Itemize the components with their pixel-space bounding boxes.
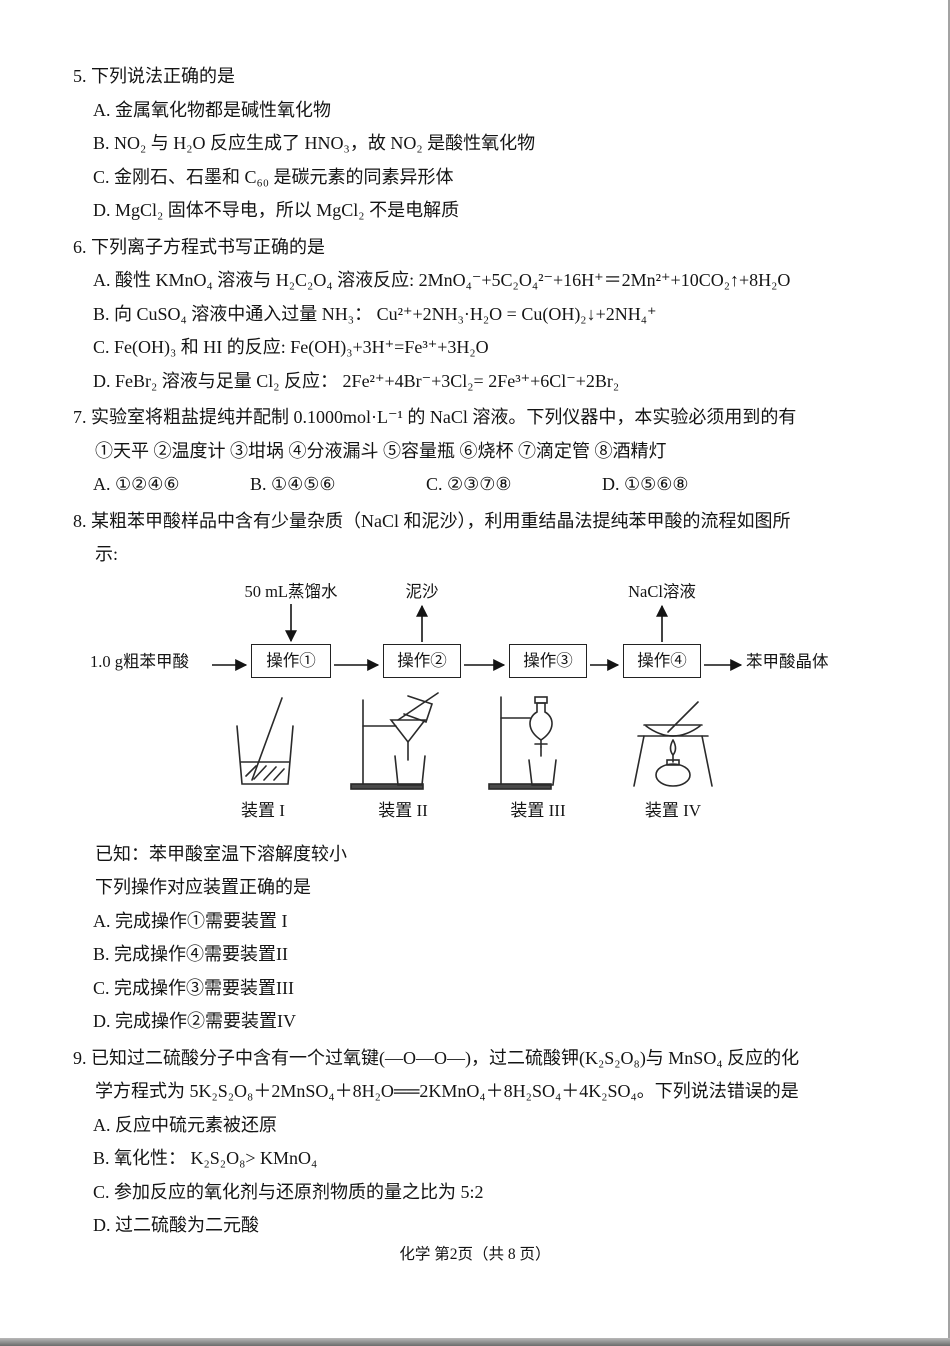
flow-op2-box: 操作② (383, 643, 461, 678)
question-6-option-a: A. 酸性 KMnO₄ 溶液与 H₂C₂O₄ 溶液反应: 2MnO₄⁻+5C₂O… (93, 270, 791, 290)
scan-edge-bottom (0, 1338, 950, 1346)
purification-flowchart: 50 mL蒸馏水 泥沙 NaCl溶液 1.0 g粗苯甲酸 操作① 操作② 操作③… (88, 580, 888, 832)
question-9-option-d: D. 过二硫酸为二元酸 (93, 1215, 259, 1235)
device-2-label: 装置 II (378, 800, 428, 820)
question-5-option-c: C. 金刚石、石墨和 C₆₀ 是碳元素的同素异形体 (93, 166, 454, 187)
question-9-option-a: A. 反应中硫元素被还原 (93, 1114, 277, 1135)
scan-edge-right (948, 0, 950, 1346)
exam-content: 5. 下列说法正确的是 A. 金属氧化物都是碱性氧化物 B. NO₂ 与 H₂O… (0, 60, 950, 1243)
apparatus-filtration-icon (350, 691, 439, 790)
question-8-known: 已知：苯甲酸室温下溶解度较小 (95, 843, 347, 864)
question-7-option-c: C. ②③⑦⑧ (426, 474, 512, 494)
question-5-option-b: B. NO₂ 与 H₂O 反应生成了 HNO₃，故 NO₂ 是酸性氧化物 (93, 133, 536, 153)
question-8-option-c: C. 完成操作③需要装置III (93, 977, 294, 998)
device-3-label: 装置 III (510, 800, 566, 820)
question-9: 9. 已知过二硫酸分子中含有一个过氧键(—O—O—)，过二硫酸钾(K₂S₂O₈)… (0, 1042, 950, 1243)
question-6: 6. 下列离子方程式书写正确的是 A. 酸性 KMnO₄ 溶液与 H₂C₂O₄ … (0, 231, 950, 399)
flow-arrows (212, 603, 743, 671)
question-6-option-b: B. 向 CuSO₄ 溶液中通入过量 NH₃： Cu²⁺+2NH₃·H₂O = … (93, 303, 657, 324)
question-7-instruments: ①天平 ②温度计 ③坩埚 ④分液漏斗 ⑤容量瓶 ⑥烧杯 ⑦滴定管 ⑧酒精灯 (95, 440, 667, 461)
question-7: 7. 实验室将粗盐提纯并配制 0.1000mol·L⁻¹ 的 NaCl 溶液。下… (0, 401, 950, 502)
question-8: 8. 某粗苯甲酸样品中含有少量杂质（NaCl 和泥沙），利用重结晶法提纯苯甲酸的… (0, 505, 950, 1039)
question-8-option-b: B. 完成操作④需要装置II (93, 944, 288, 964)
page-footer: 化学 第2页（共 8 页） (399, 1246, 551, 1263)
apparatus-separating-funnel-icon (488, 695, 557, 790)
device-4-label: 装置 IV (644, 800, 702, 820)
flow-label-nacl-solution: NaCl溶液 (628, 581, 696, 601)
device-1-label: 装置 I (241, 800, 285, 820)
question-7-option-a: A. ①②④⑥ (93, 474, 180, 494)
question-9-option-b: B. 氧化性： K₂S₂O₈> KMnO₄ (93, 1148, 318, 1168)
question-7-option-b: B. ①④⑤⑥ (250, 474, 336, 494)
flow-op1-box: 操作① (251, 643, 331, 678)
flow-input-label: 1.0 g粗苯甲酸 (90, 651, 189, 671)
question-5-stem: 5. 下列说法正确的是 (73, 66, 235, 86)
question-6-option-c: C. Fe(OH)₃ 和 HI 的反应: Fe(OH)₃+3H⁺=Fe³⁺+3H… (93, 337, 489, 357)
question-8-stem-line2: 示: (95, 544, 119, 564)
question-8-option-a: A. 完成操作①需要装置 I (93, 910, 288, 931)
question-5-option-a: A. 金属氧化物都是碱性氧化物 (93, 99, 331, 120)
question-5: 5. 下列说法正确的是 A. 金属氧化物都是碱性氧化物 B. NO₂ 与 H₂O… (0, 60, 950, 228)
flow-label-distilled-water: 50 mL蒸馏水 (244, 581, 338, 601)
question-7-option-d: D. ①⑤⑥⑧ (602, 474, 689, 494)
question-6-stem: 6. 下列离子方程式书写正确的是 (73, 236, 325, 257)
question-9-stem-line1: 9. 已知过二硫酸分子中含有一个过氧键(—O—O—)，过二硫酸钾(K₂S₂O₈)… (73, 1047, 800, 1068)
flow-label-mud: 泥沙 (405, 581, 439, 601)
flow-op3-box: 操作③ (509, 643, 587, 678)
question-9-option-c: C. 参加反应的氧化剂与还原剂物质的量之比为 5:2 (93, 1181, 484, 1202)
question-8-stem-line1: 8. 某粗苯甲酸样品中含有少量杂质（NaCl 和泥沙），利用重结晶法提纯苯甲酸的… (73, 510, 791, 531)
question-8-option-d: D. 完成操作②需要装置IV (93, 1011, 296, 1031)
question-7-options: A. ①②④⑥ B. ①④⑤⑥ C. ②③⑦⑧ D. ①⑤⑥⑧ (93, 468, 950, 502)
question-5-option-d: D. MgCl₂ 固体不导电，所以 MgCl₂ 不是电解质 (93, 200, 460, 220)
flow-op4-box: 操作④ (623, 643, 701, 678)
question-8-ask: 下列操作对应装置正确的是 (95, 877, 311, 897)
flow-output-label: 苯甲酸晶体 (746, 651, 829, 671)
apparatus-beaker-stirring-rod-icon (236, 696, 294, 785)
question-7-stem: 7. 实验室将粗盐提纯并配制 0.1000mol·L⁻¹ 的 NaCl 溶液。下… (73, 407, 797, 427)
apparatus-evaporation-burner-icon (633, 700, 713, 787)
question-6-option-d: D. FeBr₂ 溶液与足量 Cl₂ 反应： 2Fe²⁺+4Br⁻+3Cl₂= … (93, 370, 620, 391)
question-9-stem-line2: 学方程式为 5K₂S₂O₈＋2MnSO₄＋8H₂O══2KMnO₄＋8H₂SO₄… (95, 1081, 799, 1101)
